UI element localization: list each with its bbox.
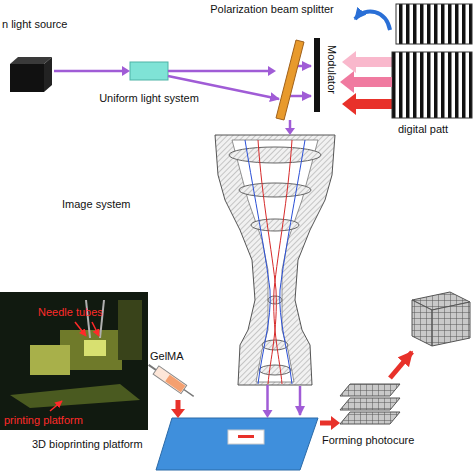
pattern-image (396, 4, 472, 44)
connector-line (289, 120, 292, 129)
digital-pattern: digital patt (392, 52, 472, 118)
connector-line (168, 70, 270, 73)
image-system: Image system (215, 135, 335, 385)
part-label: digital patt (398, 123, 448, 136)
forming-layers: Forming photocure (340, 380, 400, 428)
bioprinting-platform: 3D bioprinting platform (156, 418, 320, 470)
beam-splitter: Polarization beam splitter (276, 40, 304, 120)
pattern-image (392, 52, 472, 118)
connector (171, 400, 185, 418)
connector (54, 66, 130, 76)
part-label: Needle tubes (38, 306, 103, 319)
photo-inset: Needle tubes printing platform (0, 292, 148, 430)
arrow-head (268, 66, 276, 76)
platform-plate (156, 418, 318, 470)
connector-line (320, 421, 333, 426)
part-label: GelMA (150, 350, 184, 363)
homogenizer (130, 62, 168, 80)
connector (340, 71, 392, 93)
syringe (146, 361, 197, 401)
part-label: n light source (2, 18, 67, 31)
part-label: Uniform light system (99, 92, 199, 105)
connector (285, 120, 295, 135)
part-label: printing platform (4, 414, 83, 427)
connector (320, 416, 340, 430)
connector-line (54, 70, 124, 73)
modulator-bar (314, 38, 320, 112)
part-label: 3D bioprinting platform (32, 438, 143, 451)
photo-inset (0, 292, 148, 430)
scaffold-3d (412, 292, 470, 346)
connector-line (351, 77, 392, 87)
beam-splitter-plate (276, 40, 304, 120)
arrow-head (263, 410, 273, 418)
light-source-device (10, 57, 52, 92)
arrow-head (171, 409, 185, 418)
arrow-head (285, 128, 295, 135)
lens-assembly (215, 135, 335, 385)
syringe: GelMA (150, 365, 200, 400)
arrow-head (340, 71, 354, 93)
connector-line (266, 385, 269, 412)
modulator: Modulator (314, 38, 340, 112)
arrow-head (122, 66, 130, 76)
light-source: n light source (8, 56, 54, 93)
arrow-head (331, 416, 340, 430)
rotate-arrow (355, 11, 390, 30)
part-label: Image system (62, 198, 130, 211)
part-label: Polarization beam splitter (210, 3, 334, 16)
connector (263, 385, 273, 418)
uniform-light-system: Uniform light system (130, 62, 168, 80)
part-label: Modulator (325, 45, 338, 94)
part-label: Forming photocure (322, 434, 414, 447)
connector (168, 66, 276, 76)
process-arrow (390, 352, 412, 378)
photocured-layers (340, 384, 400, 424)
